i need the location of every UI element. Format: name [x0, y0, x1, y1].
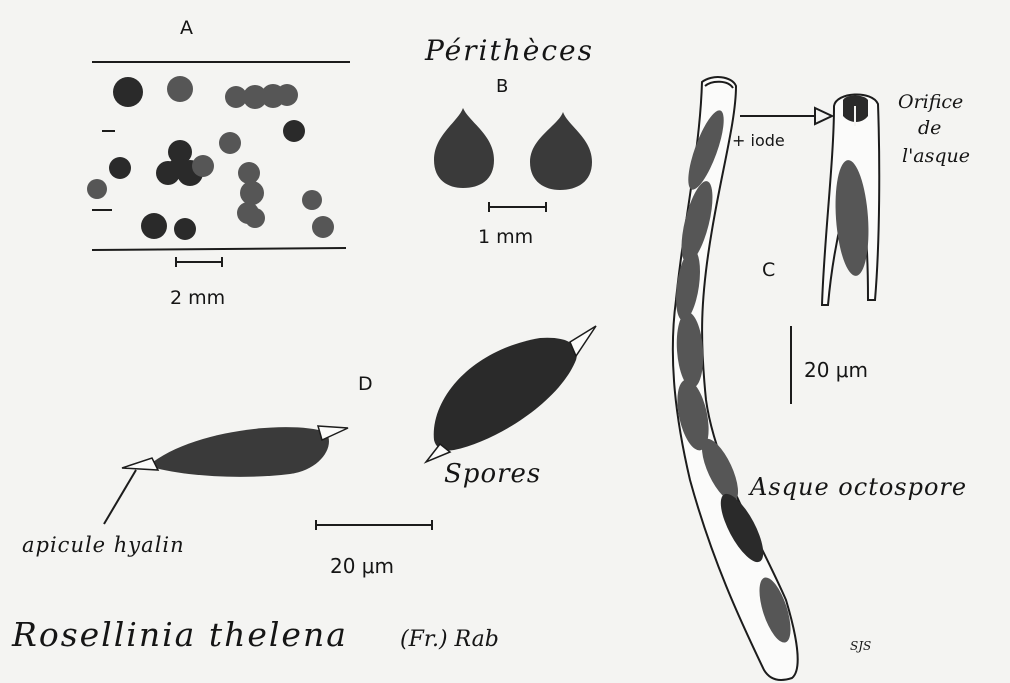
- apicule-left: [122, 458, 158, 470]
- panel-c-letter: C: [762, 259, 775, 281]
- panel-d-scale-label: 20 μm: [330, 554, 394, 578]
- apicule-label: apicule hyalin: [22, 533, 185, 557]
- perithecium-dot: [283, 120, 305, 142]
- perithecium-dot: [141, 213, 167, 239]
- panel-b-scale-bar: [489, 202, 546, 212]
- panel-a-scale-bar: [176, 257, 222, 267]
- perithecium-dot: [168, 158, 188, 178]
- perithecium-shape-2: [530, 112, 592, 190]
- panel-b: Périthèces B 1 mm: [424, 34, 594, 248]
- species-authority: (Fr.) Rab: [400, 627, 499, 652]
- perithecium-dot: [238, 162, 260, 184]
- panel-b-scale-label: 1 mm: [478, 226, 533, 248]
- perithecium-dot: [113, 77, 143, 107]
- perithecium-dot: [240, 181, 264, 205]
- perithecium-dot: [276, 84, 298, 106]
- perithecium-dot: [192, 155, 214, 177]
- orifice-line-1: Orifice: [898, 91, 963, 113]
- panel-b-letter: B: [496, 76, 508, 97]
- signature: SJS: [850, 639, 871, 653]
- perithecium-shape-1: [434, 108, 494, 188]
- panel-d: D apicule hyalin Spores 20 μm: [22, 326, 596, 578]
- orifice-line-2: de: [918, 117, 941, 139]
- panel-a-scale-label: 2 mm: [170, 287, 225, 309]
- apicule-top: [570, 326, 596, 356]
- perithecium-dot: [167, 76, 193, 102]
- panel-a-bottom-line: [92, 248, 346, 250]
- spore-diagonal: [434, 338, 577, 451]
- apicule-right: [318, 426, 348, 440]
- panel-d-scale-bar: [316, 520, 432, 530]
- perithecia-heading: Périthèces: [424, 34, 594, 67]
- iodine-arrowhead: [815, 108, 832, 124]
- perithecia-cluster: [87, 76, 334, 240]
- panel-a: A: [87, 17, 350, 309]
- spore-horizontal: [148, 427, 329, 477]
- panel-a-letter: A: [180, 17, 193, 39]
- orifice-line-3: l'asque: [902, 145, 970, 167]
- perithecium-dot: [302, 190, 322, 210]
- panel-d-letter: D: [358, 373, 373, 395]
- spores-label: Spores: [444, 459, 541, 489]
- ascus-label: Asque octospore: [748, 473, 967, 501]
- perithecium-dot: [87, 179, 107, 199]
- apicule-pointer: [104, 470, 136, 524]
- iodine-label: + iode: [732, 131, 785, 150]
- species-name: Rosellinia thelena: [11, 615, 348, 654]
- perithecium-dot: [312, 216, 334, 238]
- perithecium-dot: [245, 208, 265, 228]
- perithecium-dot: [174, 218, 196, 240]
- perithecium-dot: [109, 157, 131, 179]
- panel-c: + iode Orifice de l'asque C 20 μm Asque …: [672, 77, 970, 680]
- perithecium-dot: [219, 132, 241, 154]
- panel-c-scale-label: 20 μm: [804, 358, 868, 382]
